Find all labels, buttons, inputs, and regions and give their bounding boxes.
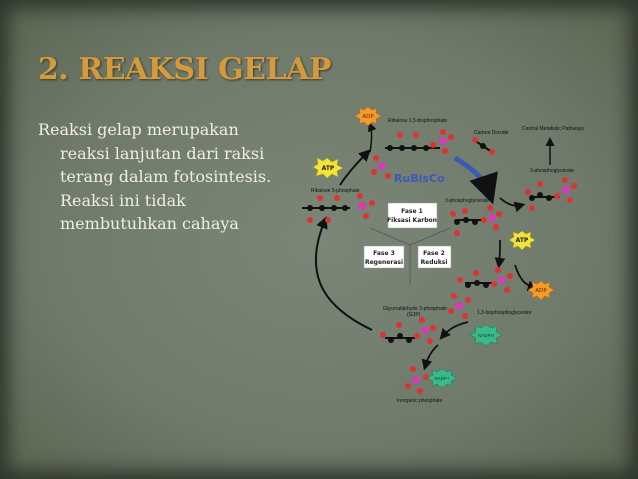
label-rubp: Ribulose 1,5-bisphosphate — [388, 118, 447, 124]
rubp-molecule — [371, 129, 454, 179]
label-pi: Inorganic phosphate — [397, 398, 443, 404]
nadp-badge: NADP+ — [426, 368, 458, 389]
adp-top-badge: ADP — [354, 106, 382, 127]
svg-text:ADP: ADP — [535, 288, 547, 294]
to-adp-right-arrow — [514, 264, 539, 292]
pga-right-molecule — [525, 177, 577, 211]
svg-text:Reduksi: Reduksi — [421, 259, 448, 266]
phase1-box: Fase 1 Fiksasi Karbon — [387, 202, 438, 229]
label-co2: Carbon Dioxide — [474, 130, 509, 136]
phase2-box: Fase 2 Reduksi — [417, 245, 452, 269]
label-central: Central Metabolic Pathways — [522, 126, 584, 132]
to-adp-arrow — [368, 122, 377, 153]
svg-text:Fiksasi Karbon: Fiksasi Karbon — [387, 217, 437, 224]
to-pi-arrow — [421, 344, 439, 371]
co2-molecule — [472, 137, 495, 155]
label-pga-right: 3-phosphoglycerate — [530, 168, 574, 174]
svg-text:Fase 2: Fase 2 — [423, 250, 445, 257]
phase3-box: Fase 3 Regenerasi — [363, 245, 405, 269]
ru5p-molecule — [302, 193, 375, 223]
slide-title: 2. REAKSI GELAP — [38, 52, 331, 87]
ru5p-to-rubp-arrow — [339, 149, 371, 186]
svg-text:ATP: ATP — [516, 237, 529, 244]
svg-text:ADP: ADP — [362, 114, 374, 120]
to-g3p-arrow — [439, 321, 469, 340]
slide-body-text: Reaksi gelap merupakan reaksi lanjutan d… — [38, 120, 272, 233]
regeneration-arrow — [314, 216, 373, 331]
to-pga-right-arrow — [499, 197, 526, 213]
svg-text:Regenerasi: Regenerasi — [365, 259, 403, 266]
atp-left-badge: ATP — [312, 157, 344, 179]
to-bpg-arrow — [494, 239, 506, 269]
svg-text:ATP: ATP — [322, 165, 335, 172]
svg-text:NADP+: NADP+ — [434, 376, 450, 381]
rubisco-arrow — [453, 155, 498, 205]
svg-text:Fase 3: Fase 3 — [373, 250, 395, 257]
pi-molecule — [405, 366, 429, 394]
svg-text:NADPH: NADPH — [478, 333, 494, 338]
label-ru5p: Ribulose 5-phosphate — [311, 188, 360, 194]
nadph-badge: NADPH — [469, 324, 503, 347]
phase-dividers — [369, 227, 451, 285]
pga-center-molecule — [450, 205, 502, 236]
bpg-molecule — [448, 267, 513, 319]
label-bpg: 1,3-bisphosphoglycerate — [477, 310, 532, 316]
adp-right-badge: ADP — [527, 280, 555, 301]
atp-right-badge: ATP — [508, 230, 536, 251]
svg-text:Fase 1: Fase 1 — [401, 208, 423, 215]
rubisco-label: RuBisCo — [394, 172, 445, 185]
label-pga-center: 3-phosphoglycerate — [445, 198, 489, 204]
g3p-molecule — [380, 317, 436, 344]
label-g3p: Glyceraldehyde 3-phosphate — [383, 306, 447, 312]
label-g3p-abbr: (G3P) — [407, 312, 421, 318]
